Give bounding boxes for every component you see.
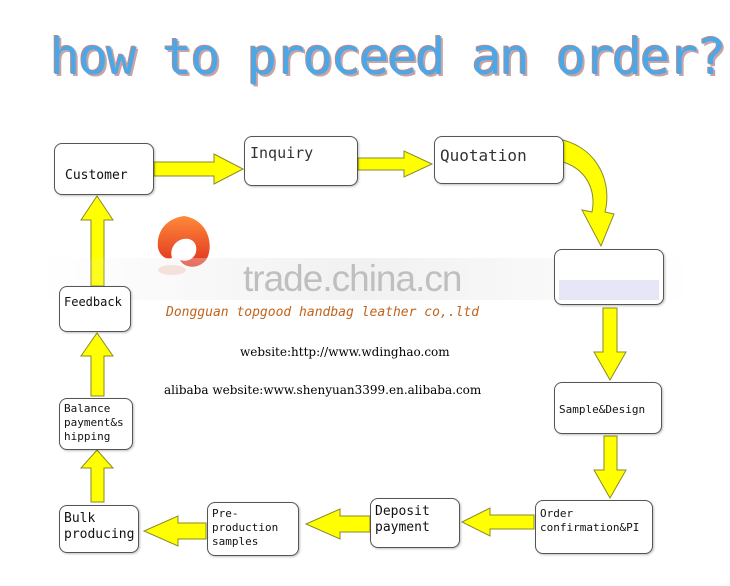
hidden-box-shade <box>559 280 659 300</box>
step-label: Bulk producing <box>64 511 135 543</box>
arrow-quotation-curve <box>562 139 615 248</box>
company-name: Dongguan topgood handbag leather co,.ltd <box>166 305 480 320</box>
step-pre-production: Pre- production samples <box>207 502 299 556</box>
step-quotation: Quotation <box>434 136 564 184</box>
step-label: Customer <box>65 168 128 183</box>
arrow-customer-to-inquiry <box>153 153 245 185</box>
step-label: Feedback <box>64 295 122 309</box>
alibaba-link[interactable]: alibaba website:www.shenyuan3399.en.alib… <box>164 383 482 397</box>
step-inquiry: Inquiry <box>244 136 358 186</box>
step-balance-payment: Balance payment&s hipping <box>59 398 133 450</box>
step-label: Balance payment&s hipping <box>64 402 124 443</box>
step-label: Pre- production samples <box>212 507 279 548</box>
step-sample-design: Sample&Design <box>554 382 662 434</box>
step-label: Order confirmation&PI <box>540 507 640 534</box>
step-label: Deposit payment <box>375 504 430 536</box>
step-label: Sample&Design <box>559 403 646 416</box>
arrow-bulk-to-balance <box>79 449 115 503</box>
step-deposit-payment: Deposit payment <box>370 498 460 548</box>
step-bulk-producing: Bulk producing <box>59 505 139 553</box>
step-customer: Customer <box>54 143 154 195</box>
arrow-inquiry-to-quotation <box>357 150 434 178</box>
website-link[interactable]: website:http://www.wdinghao.com <box>240 345 450 359</box>
arrow-sample-to-order <box>593 435 627 500</box>
watermark-brand: trade.china.cn <box>243 258 462 299</box>
arrow-order-to-deposit <box>460 507 535 537</box>
step-hidden <box>554 249 664 305</box>
step-label: Quotation <box>440 146 527 165</box>
arrow-balance-to-feedback <box>80 332 114 397</box>
arrow-hidden-to-sample <box>593 307 627 382</box>
step-label: Inquiry <box>250 144 314 162</box>
arrow-preproduction-to-bulk <box>142 515 207 547</box>
step-feedback: Feedback <box>59 286 131 332</box>
step-order-confirmation: Order confirmation&PI <box>535 500 653 554</box>
arrow-deposit-to-preproduction <box>304 508 371 540</box>
page-title: how to proceed an order? <box>50 28 726 86</box>
